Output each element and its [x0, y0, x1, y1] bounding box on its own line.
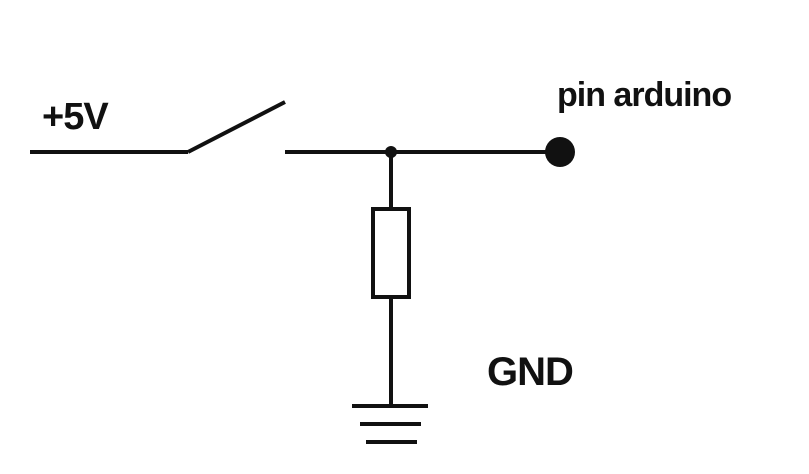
ground-label: GND: [487, 350, 574, 394]
pin-label: pin arduino: [557, 76, 732, 114]
supply-label: +5V: [42, 96, 109, 138]
switch-lever: [187, 100, 286, 154]
junction-dot: [385, 146, 397, 158]
pin-terminal: [545, 137, 575, 167]
resistor: [371, 207, 411, 299]
